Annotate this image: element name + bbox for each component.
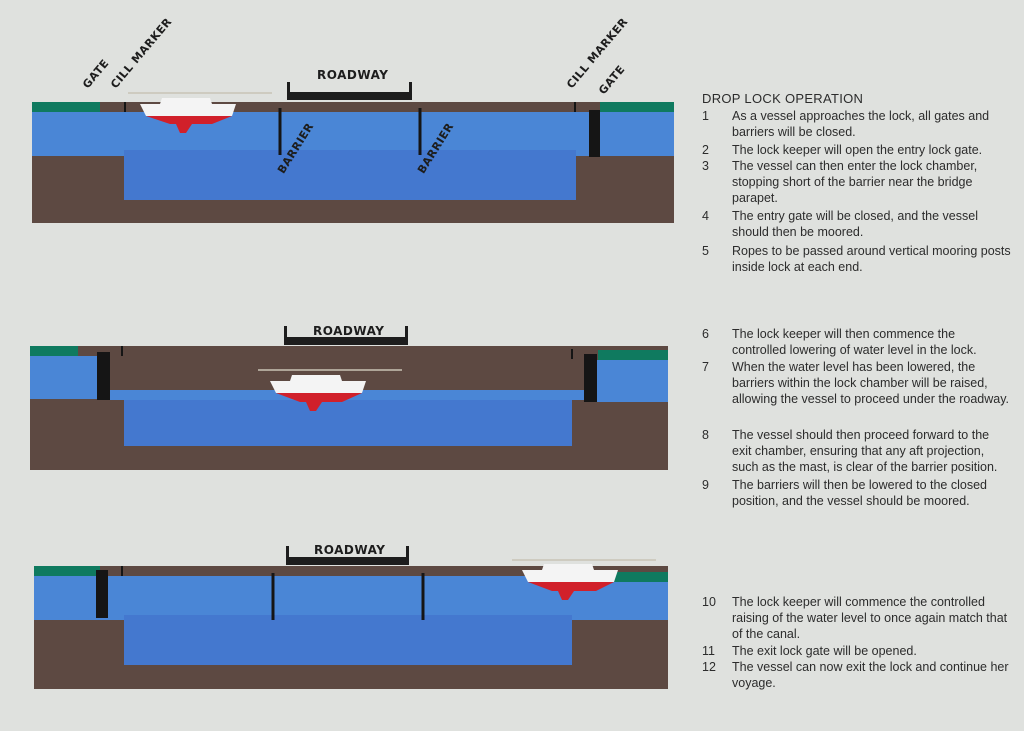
d2-left-bank	[30, 346, 78, 356]
d1-water	[32, 112, 674, 156]
d3-left-gate	[96, 570, 108, 618]
instructions-heading: DROP LOCK OPERATION	[702, 91, 864, 106]
d1-left-bank	[32, 102, 100, 112]
step-number: 9	[702, 478, 709, 492]
diagram-3	[34, 546, 668, 689]
d3-boat	[512, 559, 656, 600]
step-text: Ropes to be passed around vertical moori…	[732, 244, 1011, 274]
step-text: As a vessel approaches the lock, all gat…	[732, 109, 990, 139]
d1-right-bank	[600, 102, 674, 112]
d2-roadway-post-r	[405, 326, 408, 340]
d1-boat	[128, 92, 272, 133]
step-number: 1	[702, 109, 709, 123]
step-number: 8	[702, 428, 709, 442]
d2-right-gate	[584, 354, 597, 402]
step-number: 3	[702, 159, 709, 173]
diagram-panel: GATE CILL MARKER ROADWAY BARRIER BARRIER…	[30, 15, 674, 689]
step-text: The vessel can then enter the lock chamb…	[732, 159, 978, 205]
d2-left-gate	[97, 352, 110, 400]
d1-chamber-water	[124, 150, 576, 200]
d2-right-water	[596, 360, 668, 402]
step-text: The exit lock gate will be opened.	[732, 644, 917, 658]
step-text: The entry gate will be closed, and the v…	[732, 209, 978, 239]
step-text: The barriers will then be lowered to the…	[732, 478, 987, 508]
diagram-2	[30, 326, 668, 470]
d3-left-bank	[34, 566, 100, 576]
d2-right-bank	[598, 350, 668, 360]
d1-right-floor	[576, 156, 674, 223]
step-number: 4	[702, 209, 709, 223]
d1-roadway-post-r	[409, 82, 412, 96]
d2-roadway	[284, 337, 408, 345]
d3-roadway-label: ROADWAY	[314, 543, 386, 557]
step-number: 11	[702, 644, 715, 658]
step-number: 5	[702, 244, 709, 258]
d1-chamber-floor	[124, 200, 576, 223]
step-number: 2	[702, 143, 709, 157]
d3-chamber-water	[124, 615, 572, 665]
step-text: When the water level has been lowered, t…	[732, 360, 1010, 406]
d1-roadway-label: ROADWAY	[317, 68, 389, 82]
d2-roadway-label: ROADWAY	[313, 324, 385, 338]
diagram-1	[32, 82, 674, 223]
step-text: The vessel can now exit the lock and con…	[732, 660, 1009, 690]
step-number: 6	[702, 327, 709, 341]
d3-right-bank	[612, 572, 668, 582]
d2-left-water	[30, 356, 100, 399]
step-number: 10	[702, 595, 716, 609]
d3-right-floor	[572, 622, 668, 689]
d3-roadway-post-l	[286, 546, 289, 560]
step-number: 7	[702, 360, 709, 374]
d1-roadway	[287, 92, 412, 100]
d2-roadway-post-l	[284, 326, 287, 340]
d2-boat	[258, 369, 402, 411]
step-text: The vessel should then proceed forward t…	[732, 428, 998, 474]
lock-diagrams-svg	[30, 82, 674, 689]
d3-roadway-post-r	[406, 546, 409, 560]
d3-roadway	[286, 557, 409, 565]
step-text: The lock keeper will commence the contro…	[732, 595, 1008, 641]
d2-chamber-deep	[124, 400, 572, 446]
step-text: The lock keeper will then commence the c…	[732, 327, 977, 357]
d1-left-floor	[32, 156, 124, 223]
step-text: The lock keeper will open the entry lock…	[732, 143, 983, 157]
d1-right-gate	[589, 110, 600, 157]
d3-left-floor	[34, 620, 124, 689]
d1-roadway-post-l	[287, 82, 290, 96]
step-number: 12	[702, 660, 716, 674]
